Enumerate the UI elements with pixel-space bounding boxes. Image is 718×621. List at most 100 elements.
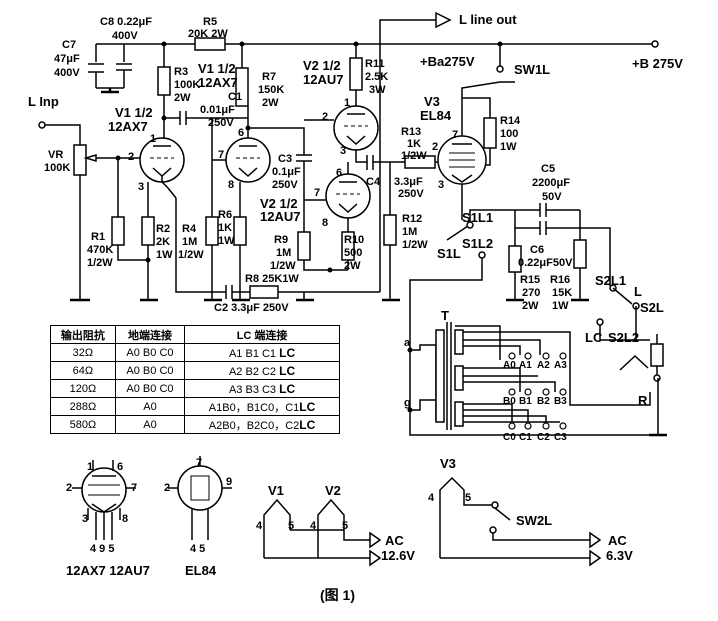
v1a-name: V1 1/2: [198, 61, 236, 76]
l-out-label: L: [634, 284, 642, 299]
pin-labels: 2 1 3 7 6 8 2 1 3 7 6 8 2 7 3 1 6 2 7 3 …: [66, 97, 471, 555]
r12-value: 1M: [402, 226, 417, 238]
v2b-pin-grid: 7: [314, 187, 320, 199]
r1-label: R1: [91, 231, 105, 243]
lc-tag: LC: [299, 399, 316, 414]
v1a-pin-cathode: 3: [138, 181, 144, 193]
r9-value: 1M: [276, 247, 291, 259]
r13-watt: 1/2W: [401, 150, 427, 162]
s2l2-label: S2L2: [608, 330, 639, 345]
r1-value: 470K: [87, 244, 113, 256]
heater-labels: V1 V2 V3 AC 12.6V AC 6.3V SW2L 12AX7 12A…: [66, 456, 633, 578]
s2l1-label: S2L1: [595, 273, 626, 288]
c3-voltage: 250V: [272, 179, 298, 191]
r7-watt: 2W: [262, 97, 279, 109]
r5-label: R5: [203, 16, 217, 28]
tap-b2: B2: [537, 396, 550, 407]
r6-watt: 1W: [218, 235, 235, 247]
r14-label: R14: [500, 115, 521, 127]
c7-label: C7: [62, 39, 76, 51]
r12-label: R12: [402, 213, 422, 225]
heater-v1-pin5: 5: [288, 520, 294, 532]
base1-pin-2: 2: [66, 482, 72, 494]
base1-pin-6: 6: [117, 461, 123, 473]
r-out-label: R: [638, 393, 648, 408]
v3-type: EL84: [420, 108, 452, 123]
table-header: 地端连接: [114, 325, 186, 344]
c4-voltage: 250V: [398, 188, 424, 200]
tap-a1: A1: [519, 360, 532, 371]
lc-taps: A3 B3 C3: [228, 383, 277, 396]
table-row: 32Ω A0 B0 C0 A1 B1 C1 LC: [50, 343, 340, 362]
input-label: L Inp: [28, 94, 59, 109]
r15-label: R15: [520, 274, 540, 286]
v1a-pin-plate: 1: [150, 133, 156, 145]
c1-value: 0.01μF: [200, 104, 235, 116]
lc-taps: A1 B1 C1: [228, 347, 277, 360]
tap-b3: B3: [554, 396, 567, 407]
sw2l-label: SW2L: [516, 513, 552, 528]
heater-v3-pin4: 4: [428, 492, 435, 504]
r6-label: R6: [218, 209, 232, 221]
r4-value: 1M: [182, 236, 197, 248]
heater-v2-label: V2: [325, 483, 341, 498]
ac-12v6-value: 12.6V: [381, 548, 415, 563]
table-cell-impedance: 288Ω: [50, 397, 116, 416]
v1b-pin-grid: 7: [218, 149, 224, 161]
c4-label: C4: [366, 176, 381, 188]
r14-watt: 1W: [500, 141, 517, 153]
base2-heater-pins: 4 5: [190, 543, 205, 555]
table-row: 580Ω A0 A2B0，B2C0，C2LC: [50, 415, 340, 434]
v3-pin-cathode: 3: [438, 179, 444, 191]
r11-value: 2.5K: [365, 71, 388, 83]
s1l1-label: S1L1: [462, 210, 493, 225]
table-cell-ground: A0 B0 C0: [114, 361, 186, 380]
transformer-g-label: g: [404, 397, 411, 409]
s2l-label: S2L: [640, 300, 664, 315]
lc-taps: A2B0，B2C0，C2: [208, 419, 300, 432]
heater-v2-pin5: 5: [342, 520, 348, 532]
base1-heater-pins: 4 9 5: [90, 543, 114, 555]
ba275-label: +Ba275V: [420, 54, 475, 69]
r11-watt: 3W: [369, 84, 386, 96]
v3-stage: [400, 41, 664, 420]
c6-value: 0.22μF50V: [518, 257, 573, 269]
table-cell-ground: A0 B0 C0: [114, 379, 186, 398]
lc-tag: LC: [279, 345, 296, 360]
table-cell-impedance: 64Ω: [50, 361, 116, 380]
base2-pin-7: 7: [196, 457, 202, 469]
heater-v3-pin5: 5: [465, 492, 471, 504]
tap-c0: C0: [503, 432, 516, 443]
table-row: 120Ω A0 B0 C0 A3 B3 C3 LC: [50, 379, 340, 398]
vr-label: VR: [48, 149, 63, 161]
lc-tag: LC: [299, 417, 316, 432]
r2-label: R2: [156, 223, 170, 235]
c1-voltage: 250V: [208, 117, 234, 129]
v2b-name: V2 1/2: [260, 196, 298, 211]
transformer-t-label: T: [441, 308, 449, 323]
r9-label: R9: [274, 234, 288, 246]
table-cell-impedance: 580Ω: [50, 415, 116, 434]
heater-wiring-v1v2: [263, 498, 382, 567]
impedance-table: 输出阻抗 地端连接 LC 端连接 32Ω A0 B0 C0 A1 B1 C1 L…: [50, 325, 340, 434]
r9-watt: 1/2W: [270, 260, 296, 272]
base1-pin-8: 8: [122, 513, 128, 525]
r13-label: R13: [401, 126, 421, 138]
lc-taps: A1B0，B1C0，C1: [208, 401, 300, 414]
r2-value: 2K: [156, 236, 170, 248]
r1-watt: 1/2W: [87, 257, 113, 269]
ac-6v3-label: AC: [608, 533, 627, 548]
tap-b1: B1: [519, 396, 532, 407]
base1-pin-7: 7: [131, 482, 137, 494]
v3-pin-grid: 2: [432, 141, 438, 153]
heater-wiring-v3: [439, 476, 602, 567]
base1-pin-1: 1: [87, 461, 93, 473]
v1a-stage: [38, 44, 248, 302]
table-header: 输出阻抗: [50, 325, 116, 344]
r5-value: 20K 2W: [188, 28, 228, 40]
c5-value: 2200μF: [532, 177, 570, 189]
base1-pin-3: 3: [82, 513, 88, 525]
r12-watt: 1/2W: [402, 239, 428, 251]
r16-label: R16: [550, 274, 570, 286]
r4-watt: 1/2W: [178, 249, 204, 261]
